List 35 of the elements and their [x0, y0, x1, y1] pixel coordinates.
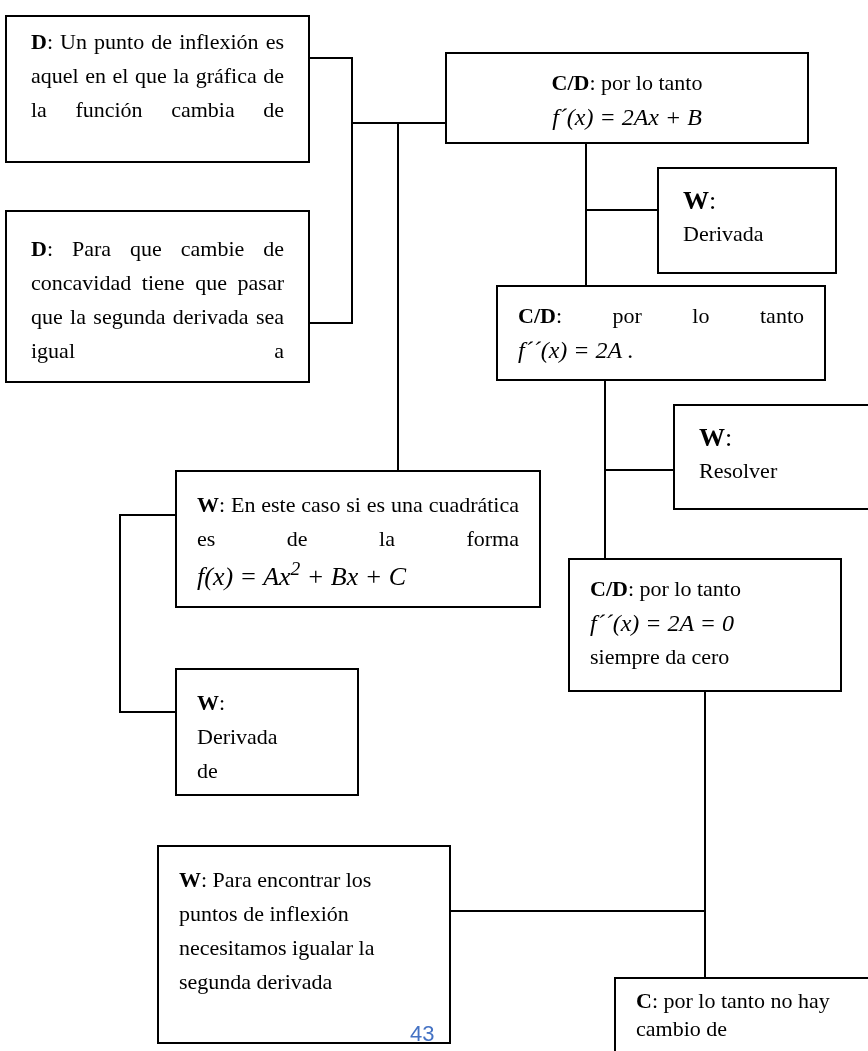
box-text: f(x) = Ax$^{2}$ + Bx + C	[197, 560, 408, 593]
box-text: Resolver	[699, 457, 779, 485]
box-text: f´(x) = 2Ax + B	[551, 103, 703, 132]
box-text: f´´(x) = 2A .	[518, 336, 635, 365]
text-box	[568, 558, 842, 692]
box-text: Derivada	[683, 220, 765, 248]
box-heading: C/D: por lo tanto	[590, 575, 742, 603]
text-box	[175, 470, 541, 608]
text-box	[5, 15, 310, 163]
text-box	[673, 404, 868, 510]
text-box	[657, 167, 837, 274]
box-text: Derivada de	[197, 723, 279, 785]
box-text: siempre da cero	[590, 643, 731, 671]
connector-line	[119, 514, 176, 713]
box-heading: W:	[197, 689, 227, 717]
page-number: 43	[410, 1020, 435, 1048]
box-heading: W: Para encontrar los puntos de inflexión necesitamos igualar la segunda derivada	[179, 866, 376, 996]
box-heading: D: Un punto de inflexión es aquel en el que la gráfica de la función cambia de	[31, 28, 284, 124]
connector-line	[704, 691, 706, 978]
connector-line	[604, 469, 674, 559]
box-heading: W: En este caso si es una cuadrática es de la forma	[197, 491, 519, 553]
box-heading: C: por lo tanto no hay cambio de	[636, 987, 831, 1043]
text-box	[5, 210, 310, 383]
box-text: f´´(x) = 2A = 0	[590, 609, 735, 638]
box-heading: W:	[683, 185, 718, 217]
text-box	[496, 285, 826, 381]
box-heading: C/D: por lo tanto	[550, 69, 704, 97]
text-box	[445, 52, 809, 144]
text-box	[614, 977, 868, 1051]
text-box	[157, 845, 451, 1044]
box-heading: W:	[699, 422, 734, 454]
box-heading: C/D: por lo tanto	[518, 302, 804, 330]
box-heading: D: Para que cambie de concavidad tiene que pasar que la segunda derivada sea igual a	[31, 235, 284, 365]
text-box	[175, 668, 359, 796]
connector-line	[585, 209, 658, 286]
